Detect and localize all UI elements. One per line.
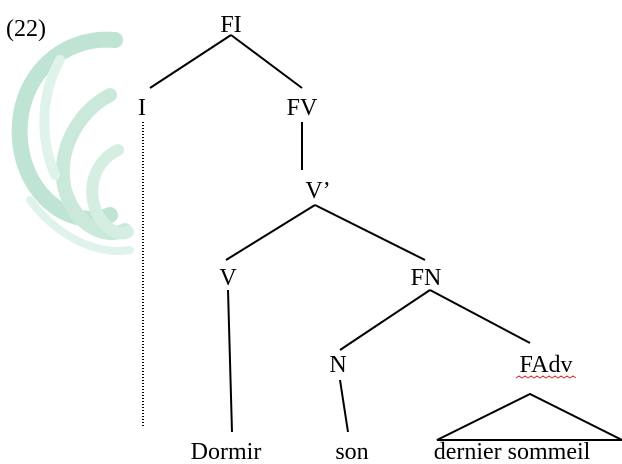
edge-vbar-v xyxy=(225,204,316,261)
edge-fi-fv xyxy=(230,34,303,89)
watermark-swirl-logo xyxy=(11,31,134,255)
edge-fn-n xyxy=(339,289,431,351)
fadv-triangle xyxy=(436,392,622,441)
node-vbar: V’ xyxy=(305,178,330,204)
edge-n-son xyxy=(339,379,349,433)
fadv-spellcheck-underline xyxy=(515,375,577,379)
edge-v-dormir xyxy=(227,289,233,433)
edge-vbar-fn xyxy=(314,204,426,261)
node-v: V xyxy=(219,265,237,291)
node-n: N xyxy=(329,352,346,378)
node-fn: FN xyxy=(411,265,442,291)
edge-fi-i xyxy=(149,34,232,89)
leaf-son: son xyxy=(335,439,368,464)
node-i: I xyxy=(138,95,146,121)
leaf-dernier-sommeil: dernier sommeil xyxy=(434,439,591,464)
edge-fn-fadv xyxy=(429,289,531,344)
node-fi: FI xyxy=(220,12,241,38)
node-fadv: FAdv xyxy=(520,352,573,378)
example-number: (22) xyxy=(6,16,46,42)
node-fv: FV xyxy=(287,95,318,121)
leaf-dormir: Dormir xyxy=(191,439,262,464)
